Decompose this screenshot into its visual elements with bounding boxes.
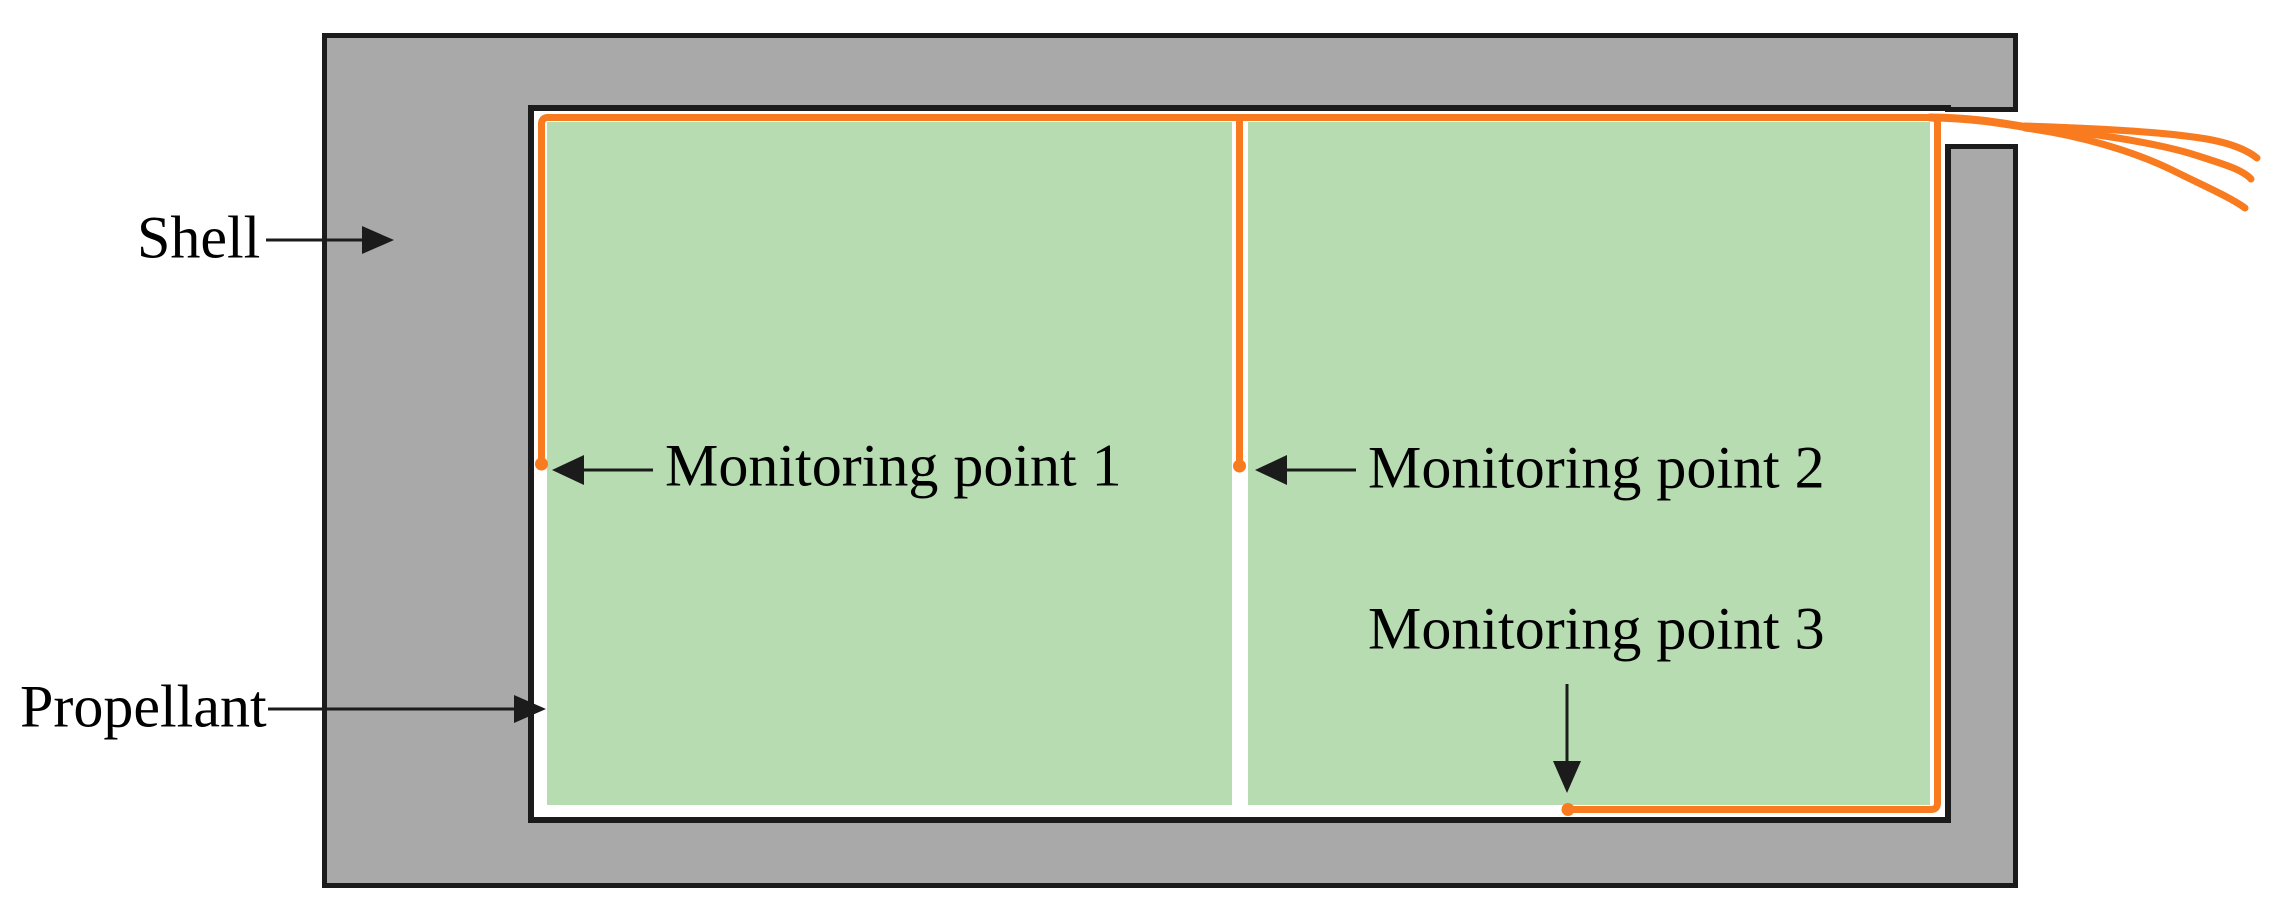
propellant-block-left [547, 122, 1232, 805]
monitoring-point-1-label: Monitoring point 1 [665, 432, 1122, 499]
external-lead-2 [2021, 123, 2255, 183]
monitoring-point-2-arrow [1255, 455, 1356, 485]
monitoring-point-2-dot [1233, 459, 1246, 473]
monitoring-point-3-label: Monitoring point 3 [1368, 595, 1825, 662]
external-lead-3 [2021, 124, 2249, 212]
feedthrough-top-edge [1945, 107, 2018, 112]
monitoring-point-2-label: Monitoring point 2 [1368, 434, 1825, 501]
monitoring-point-3-arrow [1553, 684, 1581, 793]
monitoring-point-1-dot [535, 457, 548, 471]
shell-arrow [266, 226, 394, 254]
wire-exit-bundle [1926, 113, 2029, 131]
external-lead-1 [2021, 122, 2261, 162]
monitoring-point-3-dot [1561, 803, 1575, 816]
shell-label: Shell [137, 204, 261, 271]
propellant-arrow [268, 695, 546, 723]
propellant-label: Propellant [20, 673, 267, 740]
feedthrough-bottom-edge [1945, 144, 2018, 149]
propellant-block-right [1248, 122, 1930, 805]
monitoring-point-1-arrow [552, 455, 653, 485]
